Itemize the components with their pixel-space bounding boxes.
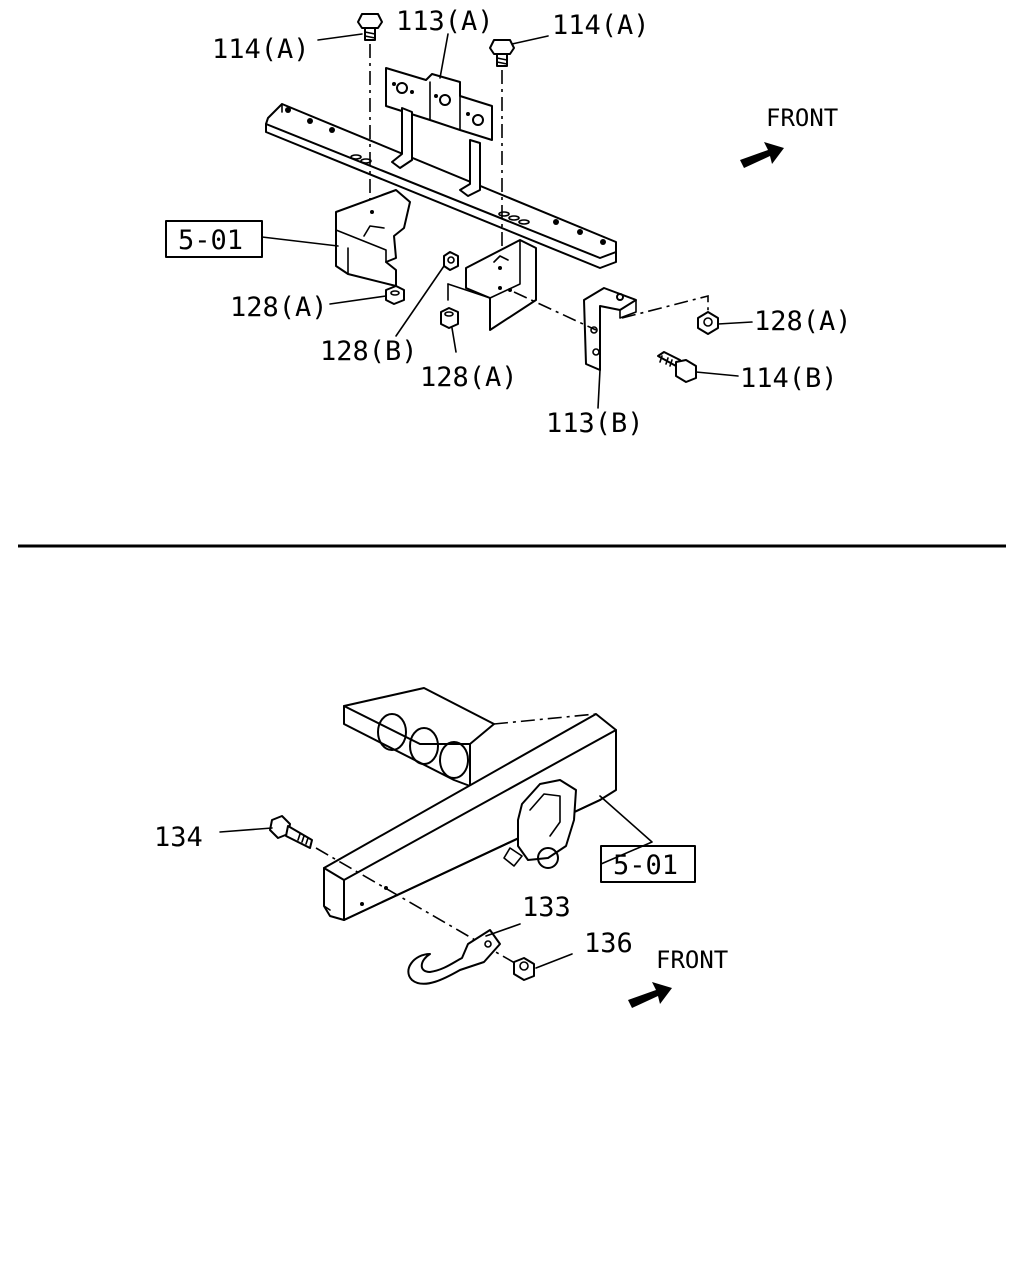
label-128a-left: 128(A) <box>230 292 328 323</box>
label-front-bottom: FRONT <box>656 946 728 974</box>
frame-member-bottom <box>323 713 617 921</box>
label-128b: 128(B) <box>320 336 418 367</box>
centerline-bolt-b <box>513 291 597 331</box>
nut-128a-center <box>440 307 459 329</box>
label-front-top: FRONT <box>766 104 838 132</box>
nut-128a-left <box>385 285 405 305</box>
tow-hook-133 <box>407 929 501 985</box>
label-128a-right: 128(A) <box>754 306 852 337</box>
front-arrow-bottom <box>628 982 672 1008</box>
nut-128b <box>443 251 459 271</box>
bottom-assembly: 134 5-01 133 136 FRONT <box>154 687 728 1008</box>
bolt-114a-right <box>489 39 515 67</box>
label-ref-box-bottom: 5-01 <box>613 850 678 881</box>
bolt-114a-left <box>357 13 383 41</box>
bolt-134 <box>269 815 313 849</box>
cross-member <box>343 687 495 787</box>
bracket-113a <box>385 67 493 197</box>
label-113b: 113(B) <box>546 408 644 439</box>
leader-lines-bottom <box>219 795 653 969</box>
label-113a: 113(A) <box>396 6 494 37</box>
label-114b: 114(B) <box>740 363 838 394</box>
bracket-113b <box>583 287 637 371</box>
nut-128a-right <box>697 311 719 335</box>
label-134: 134 <box>154 822 203 853</box>
centerline-nut-right <box>621 294 709 319</box>
label-128a-center: 128(A) <box>420 362 518 393</box>
ref-box-top <box>165 220 263 258</box>
leader-lines-top <box>261 33 753 409</box>
side-hook-mount <box>503 779 577 869</box>
bolt-114b <box>657 351 697 383</box>
centerline-frame <box>493 713 597 725</box>
channel-bracket-center <box>447 239 537 331</box>
top-assembly: 114(A) 113(A) 114(A) FRONT 5-01 128(A) 1… <box>165 6 852 439</box>
label-114a-left: 114(A) <box>212 34 310 65</box>
label-ref-box-top: 5-01 <box>178 225 243 256</box>
channel-bracket-left <box>335 189 411 287</box>
label-136: 136 <box>584 928 633 959</box>
label-114a-right: 114(A) <box>552 10 650 41</box>
front-arrow-top <box>740 142 784 168</box>
frame-rail-top <box>265 103 617 269</box>
nut-136 <box>513 957 535 981</box>
label-133: 133 <box>522 892 571 923</box>
